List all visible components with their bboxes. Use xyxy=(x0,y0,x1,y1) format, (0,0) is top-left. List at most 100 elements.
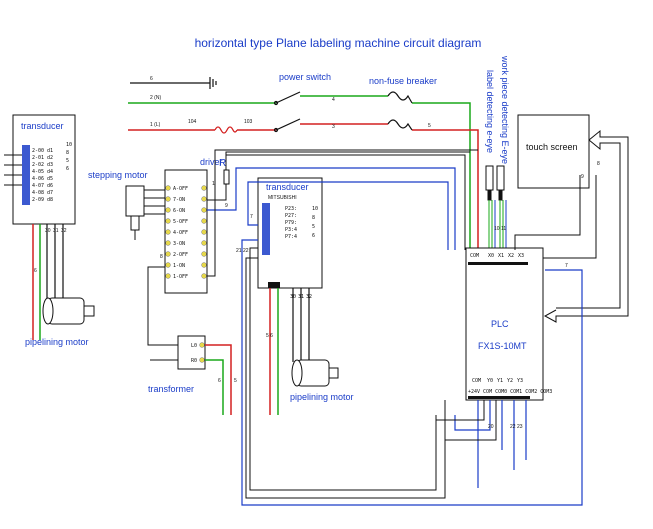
wire-label-20: 20 xyxy=(488,424,494,430)
wire-1l xyxy=(128,123,479,250)
plc xyxy=(465,247,544,401)
wire-label-104: 104 xyxy=(188,119,197,125)
nonfuse-breaker-label: non-fuse breaker xyxy=(369,76,437,86)
resistor-label: R xyxy=(219,158,226,169)
transformer-terminals: L0 R0 xyxy=(191,343,197,364)
svg-text:7-ON: 7-ON xyxy=(173,197,185,203)
transducer-left-label: transducer xyxy=(21,121,64,131)
wire-label-1: 1 xyxy=(212,181,215,187)
wire-label-7b: 7 xyxy=(565,263,568,269)
nonfuse-breaker-icon[interactable] xyxy=(387,91,413,131)
ground-icon xyxy=(209,77,217,89)
transformer-dots xyxy=(199,342,205,363)
mitsubishi-label: MITSUBISHI xyxy=(268,195,297,201)
wire-label-5b: 5 xyxy=(234,378,237,384)
wire-label-8: 8 xyxy=(597,161,600,167)
plc-top-strip xyxy=(468,262,528,265)
svg-text:+24V COM COM0 COM1 COM2 COM3: +24V COM COM0 COM1 COM2 COM3 xyxy=(468,389,552,395)
svg-text:5: 5 xyxy=(66,158,69,164)
svg-text:X2: X2 xyxy=(508,253,514,259)
transducer-mid-terminal-strip xyxy=(268,282,280,288)
svg-text:10: 10 xyxy=(66,142,72,148)
transducer-left-io xyxy=(4,154,22,186)
svg-text:Y1: Y1 xyxy=(497,378,503,384)
driver-transformer-wire xyxy=(147,266,178,361)
svg-text:1-ON: 1-ON xyxy=(173,263,185,269)
wire-label-6d: 6 xyxy=(218,378,221,384)
wire-label-56: 5 6 xyxy=(266,333,273,339)
svg-text:4-07 d6: 4-07 d6 xyxy=(32,183,53,189)
transformer-green xyxy=(205,359,224,415)
transducer-left-motor-wires xyxy=(46,224,64,300)
svg-text:2-01 d2: 2-01 d2 xyxy=(32,155,53,161)
touch-screen[interactable] xyxy=(517,114,590,189)
plc-touch-link xyxy=(514,175,597,259)
svg-text:5-OFF: 5-OFF xyxy=(173,219,188,225)
wire-label-7: 7 xyxy=(250,214,253,220)
wire-label-4: 4 xyxy=(332,97,335,103)
wire-2n xyxy=(128,95,471,250)
stepping-motor-label: stepping motor xyxy=(88,170,148,180)
driver-terminals: A-OFF 7-ON 6-ON 5-OFF 4-OFF 3-ON 2-OFF 1… xyxy=(173,186,188,280)
transducer-mid-plc-blue xyxy=(241,181,583,506)
svg-text:P79:: P79: xyxy=(285,220,297,226)
stepping-motor-icon xyxy=(125,185,145,240)
svg-text:2-OFF: 2-OFF xyxy=(173,252,188,258)
wire-label-6c: 6 xyxy=(34,268,37,274)
resistor-icon xyxy=(223,169,230,185)
svg-text:X1: X1 xyxy=(498,253,504,259)
svg-text:6-ON: 6-ON xyxy=(173,208,185,214)
transducer-mid-terminals: P23: P27: P79: P3:4 P7:4 10 8 5 6 xyxy=(285,206,318,240)
svg-text:A-OFF: A-OFF xyxy=(173,186,188,192)
fuse-icon xyxy=(214,126,238,134)
plc-bottom-wires-black xyxy=(436,400,497,441)
wire-label-5: 5 xyxy=(428,123,431,129)
driver-label: driver xyxy=(200,157,223,167)
transformer-red xyxy=(205,344,232,415)
wire-label-8b: 8 xyxy=(160,254,163,260)
plc-label: PLC xyxy=(491,319,509,329)
svg-text:2-09 d8: 2-09 d8 xyxy=(32,197,53,203)
wire-label-9b: 9 xyxy=(225,203,228,209)
pipelining-motor-mid-icon xyxy=(291,359,339,387)
transducer-left-terminals: 2-00 d1 2-01 d2 2-02 d3 4-05 d4 4-06 d5 … xyxy=(32,142,72,203)
svg-text:8: 8 xyxy=(66,150,69,156)
svg-text:Y3: Y3 xyxy=(517,378,523,384)
svg-text:P3:4: P3:4 xyxy=(285,227,297,233)
comm-arrow-top xyxy=(543,129,629,323)
driver-connector-dots xyxy=(165,185,207,279)
svg-text:P27:: P27: xyxy=(285,213,297,219)
transducer-mid-block xyxy=(262,203,270,255)
wire-label-103: 103 xyxy=(244,119,253,125)
power-switch-label: power switch xyxy=(279,72,331,82)
transducer-mid-plc-black xyxy=(245,247,446,499)
pipelining-motor-mid-label: pipelining motor xyxy=(290,392,354,402)
pipelining-motor-left-icon xyxy=(42,297,95,325)
transducer-left-block xyxy=(22,145,30,205)
power-switch-icon[interactable] xyxy=(273,91,301,133)
e-eye-sensors xyxy=(485,165,505,201)
outer-loop-black xyxy=(207,149,478,277)
wire-label-31: 31 xyxy=(53,228,59,234)
plc-model-label: FX1S-10MT xyxy=(478,341,527,351)
svg-text:COM: COM xyxy=(472,378,481,384)
svg-text:X3: X3 xyxy=(518,253,524,259)
transformer-label: transformer xyxy=(148,384,194,394)
transducer-mid-motor xyxy=(292,288,310,362)
wire-label-1011: 10 11 xyxy=(494,226,506,232)
svg-text:3-ON: 3-ON xyxy=(173,241,185,247)
workpiece-eye-label: work piece detecting E-eye xyxy=(500,55,510,164)
svg-text:4-OFF: 4-OFF xyxy=(173,230,188,236)
svg-text:R0: R0 xyxy=(191,358,197,364)
svg-text:2-00 d1: 2-00 d1 xyxy=(32,148,53,154)
svg-text:P23:: P23: xyxy=(285,206,297,212)
eye-wires xyxy=(488,200,504,250)
svg-text:6: 6 xyxy=(66,166,69,172)
svg-text:6: 6 xyxy=(312,233,315,239)
svg-text:4-05 d4: 4-05 d4 xyxy=(32,169,53,175)
plc-bottom-wires xyxy=(454,400,527,488)
svg-text:COM: COM xyxy=(470,253,479,259)
wire-label-6: 6 xyxy=(150,76,153,82)
svg-text:8: 8 xyxy=(312,215,315,221)
